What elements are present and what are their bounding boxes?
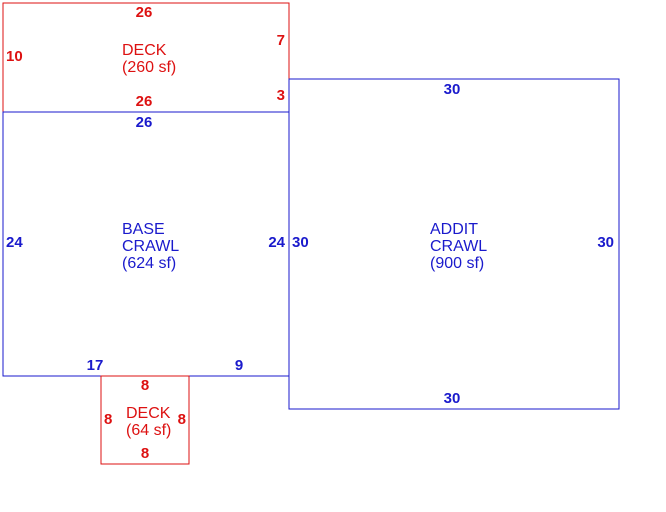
deck-top-area: 26 10 7 3 26 DECK (260 sf) bbox=[2, 2, 290, 113]
deck-top-dim-right-lower: 3 bbox=[277, 87, 285, 104]
deck-top-area-size: (260 sf) bbox=[122, 59, 176, 76]
base-crawl-dim-right: 24 bbox=[268, 234, 285, 251]
base-crawl-area-size: (624 sf) bbox=[122, 255, 176, 272]
addit-crawl-outline bbox=[288, 78, 620, 410]
addit-crawl-area-size: (900 sf) bbox=[430, 255, 484, 272]
addit-crawl-name-line1: ADDIT bbox=[430, 221, 478, 238]
base-crawl-dim-bottom-left: 17 bbox=[87, 357, 104, 374]
deck-bottom-name: DECK bbox=[126, 405, 171, 422]
deck-bottom-area-size: (64 sf) bbox=[126, 422, 171, 439]
addit-crawl-dim-bottom: 30 bbox=[444, 390, 461, 407]
base-crawl-dim-left: 24 bbox=[6, 234, 23, 251]
deck-bottom-dim-right: 8 bbox=[178, 411, 186, 428]
deck-bottom-dim-bottom: 8 bbox=[141, 445, 149, 462]
addit-crawl-dim-right: 30 bbox=[597, 234, 614, 251]
base-crawl-name-line1: BASE bbox=[122, 221, 165, 238]
deck-top-dim-top: 26 bbox=[136, 4, 153, 21]
addit-crawl-name-line2: CRAWL bbox=[430, 238, 487, 255]
addit-crawl-dim-left: 30 bbox=[292, 234, 309, 251]
base-crawl-dim-top: 26 bbox=[136, 114, 153, 131]
deck-bottom-outline bbox=[100, 375, 190, 465]
deck-top-name: DECK bbox=[122, 42, 167, 59]
base-crawl-area: 26 24 24 17 9 BASE CRAWL (624 sf) bbox=[2, 111, 290, 377]
deck-top-dim-left: 10 bbox=[6, 48, 23, 65]
base-crawl-dim-bottom-right: 9 bbox=[235, 357, 243, 374]
deck-bottom-dim-top: 8 bbox=[141, 377, 149, 394]
addit-crawl-dim-top: 30 bbox=[444, 81, 461, 98]
base-crawl-name-line2: CRAWL bbox=[122, 238, 179, 255]
deck-top-dim-bottom: 26 bbox=[136, 93, 153, 110]
deck-bottom-area: 8 8 8 8 DECK (64 sf) bbox=[100, 375, 190, 465]
addit-crawl-area: 30 30 30 30 ADDIT CRAWL (900 sf) bbox=[288, 78, 620, 410]
deck-top-dim-right-upper: 7 bbox=[277, 32, 285, 49]
deck-bottom-dim-left: 8 bbox=[104, 411, 112, 428]
